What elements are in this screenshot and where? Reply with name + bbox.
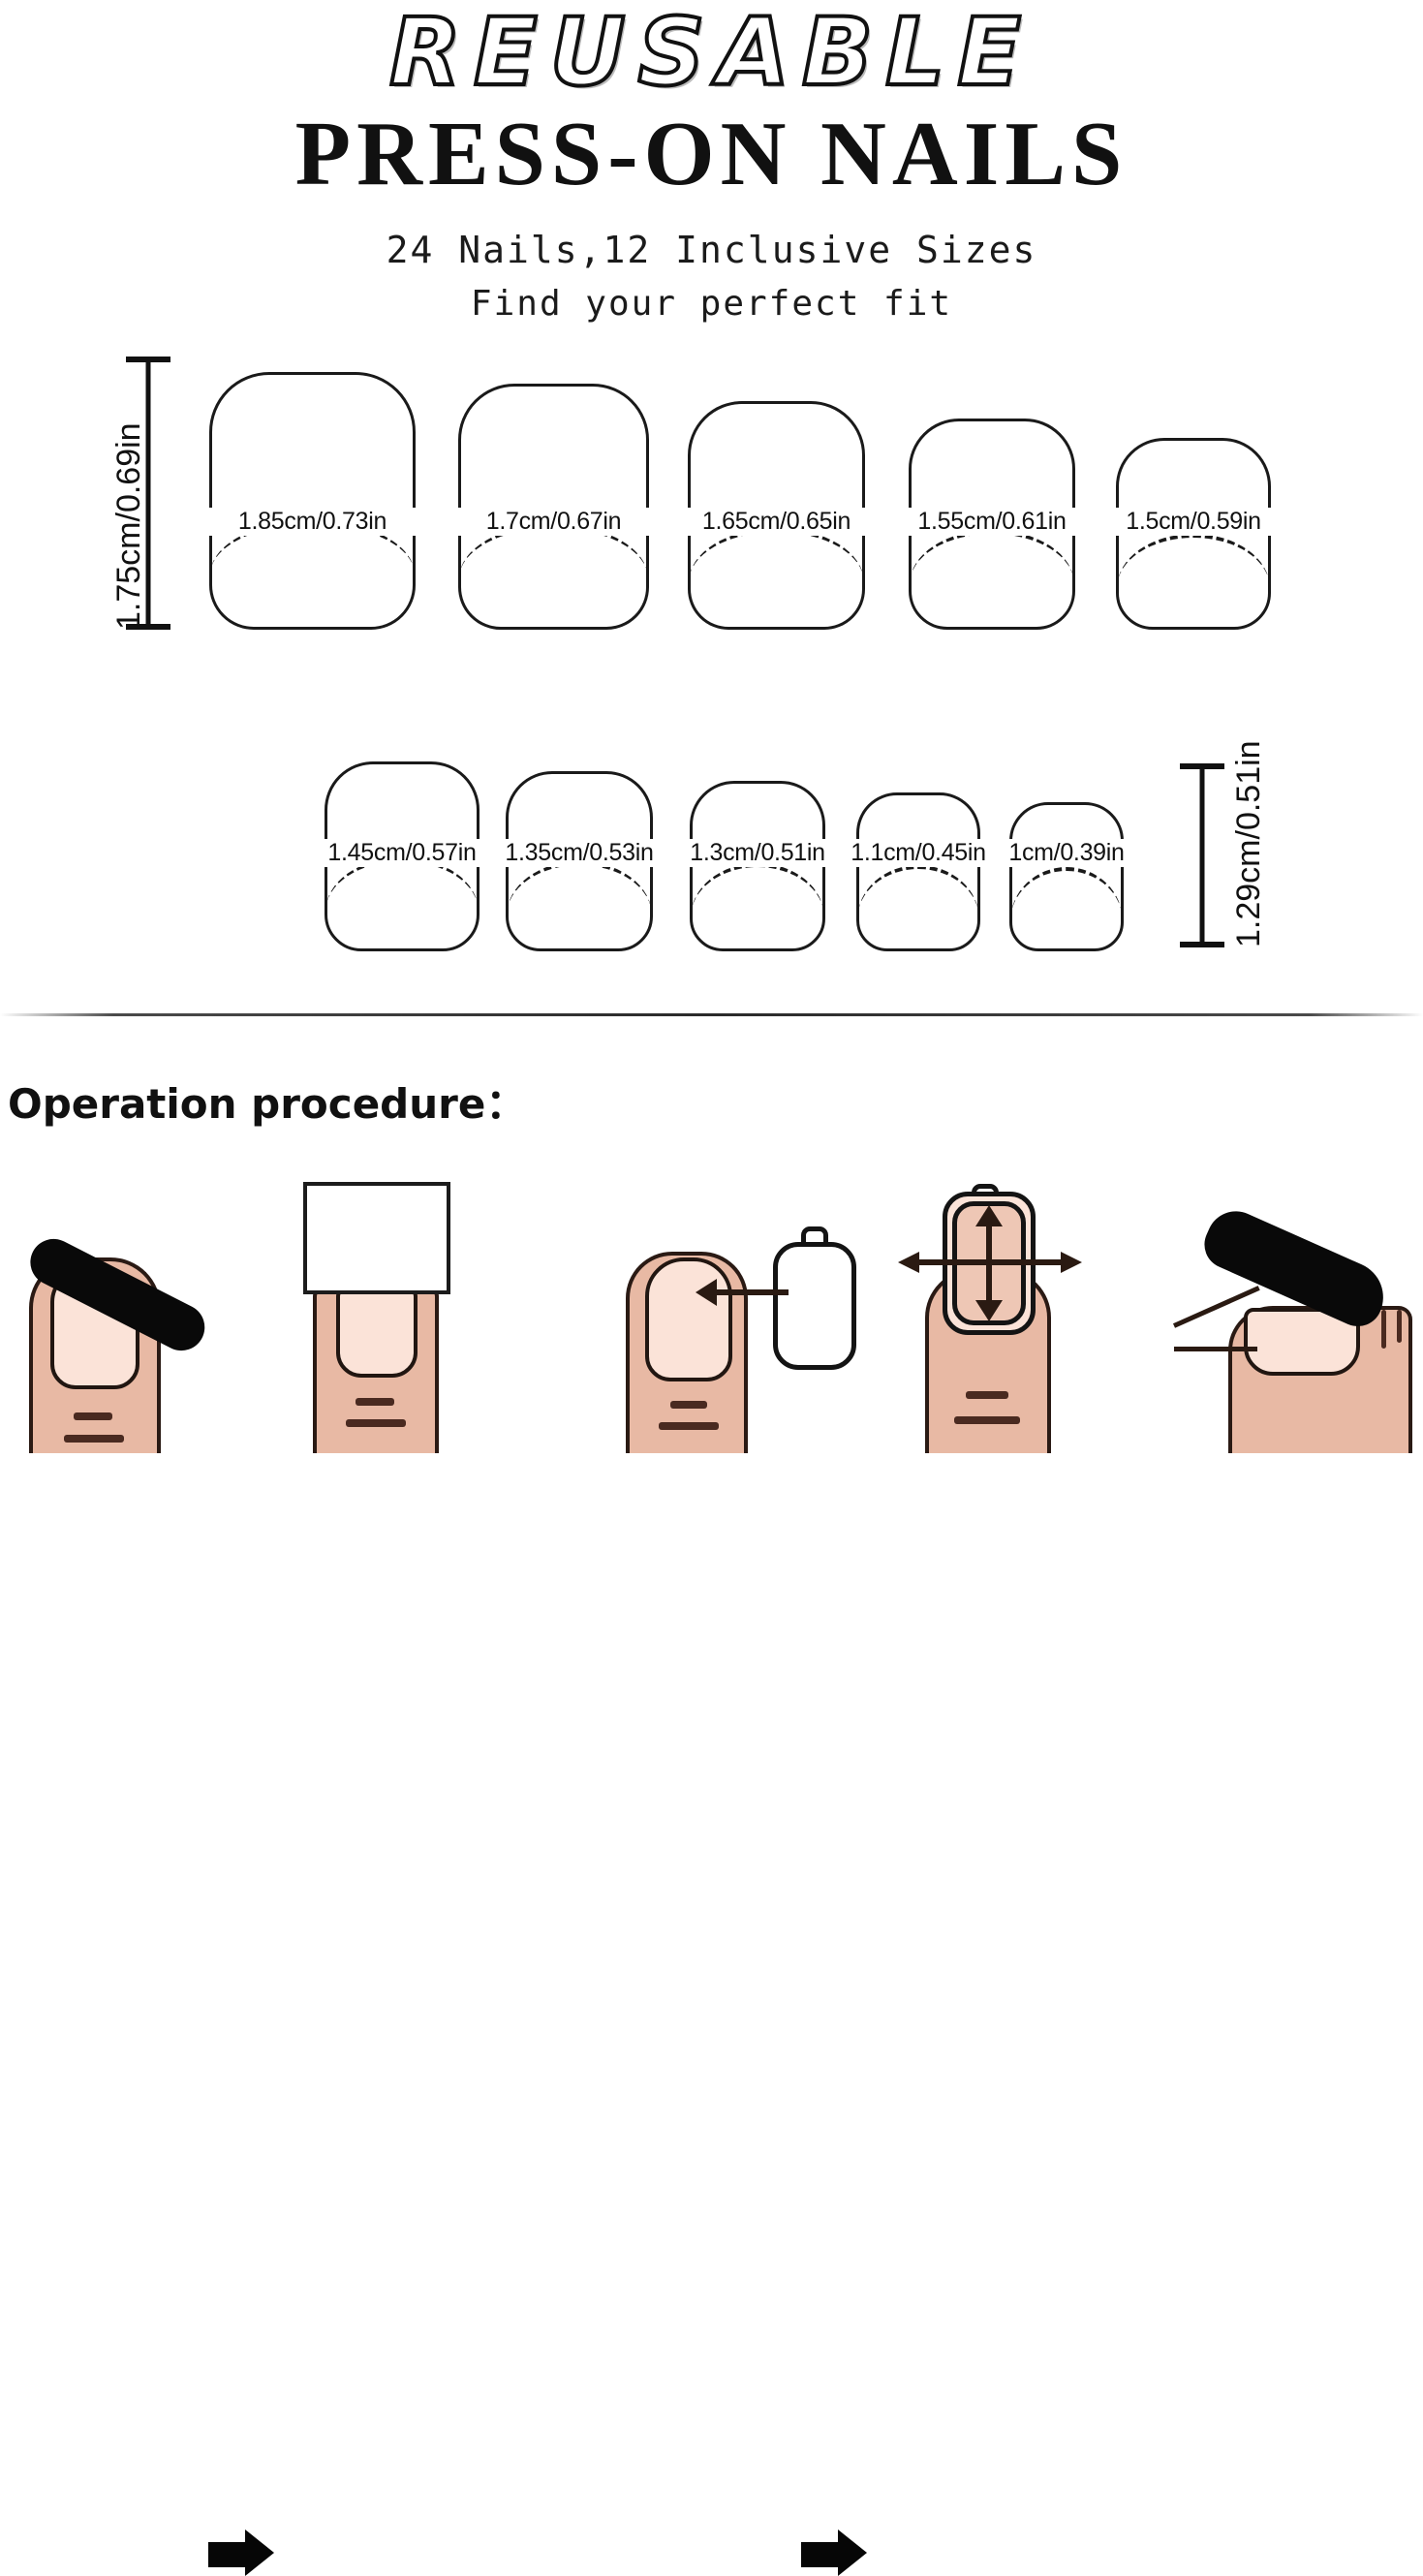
height-dimension-bar-row2: [1180, 763, 1224, 947]
smile-line: [910, 530, 1074, 584]
step-5-press-down: [1172, 1163, 1423, 1453]
nail-size-3-label: 1.65cm/0.65in: [682, 508, 871, 536]
dimension-shaft: [145, 357, 151, 630]
procedure-steps: [0, 1163, 1423, 2576]
size-chart: 1.75cm/0.69in 1.85cm/0.73in 1.7cm/0.67in…: [0, 0, 1423, 1012]
procedure-heading: Operation procedure：: [8, 1080, 527, 1128]
knuckle-line-icon: [1381, 1310, 1386, 1349]
knuckle-line-icon: [346, 1419, 406, 1427]
smile-line: [689, 528, 864, 582]
nail-size-7-label: 1.35cm/0.53in: [502, 839, 657, 867]
vertical-align-arrowhead-up-icon: [975, 1205, 1003, 1226]
nail-plate-icon: [645, 1257, 732, 1381]
knuckle-line-icon: [356, 1398, 394, 1406]
smile-line: [1117, 534, 1270, 588]
nail-size-1: [209, 372, 416, 630]
smile-line: [507, 861, 652, 916]
nail-size-6-label: 1.45cm/0.57in: [320, 839, 484, 867]
header: REUSABLE PRESS-ON NAILS 24 Nails,12 Incl…: [0, 0, 1423, 334]
nail-size-4-label: 1.55cm/0.61in: [901, 508, 1083, 536]
knuckle-line-icon: [954, 1416, 1020, 1424]
height-dimension-label-row2: 1.29cm/0.51in: [1230, 740, 1267, 947]
nail-plate-icon: [336, 1288, 418, 1378]
nail-size-9: [856, 792, 980, 951]
apply-direction-arrow-icon: [707, 1289, 789, 1295]
dimension-shaft: [1199, 763, 1205, 947]
vertical-align-arrowhead-down-icon: [975, 1300, 1003, 1321]
dimension-cap-bottom: [1180, 942, 1224, 947]
nail-size-2: [458, 384, 649, 630]
knuckle-line-icon: [74, 1412, 112, 1420]
knuckle-line-icon: [659, 1422, 719, 1430]
dimension-cap-bottom: [126, 624, 170, 630]
dimension-cap-top: [126, 357, 170, 362]
horizontal-align-arrowhead-left-icon: [898, 1252, 919, 1273]
nail-size-10: [1009, 802, 1124, 951]
knuckle-line-icon: [64, 1435, 124, 1443]
step-1-file-nail: [10, 1163, 274, 2576]
page-title-outline: REUSABLE: [387, 0, 1034, 107]
apply-direction-arrowhead-icon: [696, 1279, 717, 1306]
smile-line: [1010, 867, 1123, 921]
nail-size-5-label: 1.5cm/0.59in: [1108, 508, 1279, 536]
height-dimension-bar-row1: [126, 357, 170, 630]
step-4-align-nail: [896, 1163, 1187, 1453]
cleansing-wipe-icon: [303, 1182, 450, 1294]
height-dimension-label-row1: 1.75cm/0.69in: [110, 422, 147, 630]
step-3-select-nail: [610, 1163, 940, 1453]
nail-size-9-label: 1.1cm/0.45in: [849, 839, 988, 867]
section-divider: [0, 1013, 1423, 1016]
nail-size-8-label: 1.3cm/0.51in: [682, 839, 833, 867]
dimension-cap-top: [1180, 763, 1224, 769]
horizontal-align-arrow-icon: [917, 1259, 1063, 1265]
step-2-clean-nail: [295, 1163, 867, 2576]
press-angle-base-icon: [1174, 1347, 1257, 1351]
nail-size-2-label: 1.7cm/0.67in: [455, 508, 652, 536]
smile-line: [857, 865, 979, 919]
smile-line: [691, 863, 824, 917]
knuckle-line-icon: [1397, 1310, 1402, 1343]
nail-size-1-label: 1.85cm/0.73in: [207, 508, 418, 536]
page-title: PRESS-ON NAILS: [294, 104, 1129, 204]
subtitle-tagline: Find your perfect fit: [470, 284, 953, 324]
knuckle-line-icon: [670, 1401, 707, 1409]
horizontal-align-arrowhead-right-icon: [1061, 1252, 1082, 1273]
knuckle-line-icon: [966, 1391, 1008, 1399]
nail-size-10-label: 1cm/0.39in: [1005, 839, 1128, 867]
press-on-nail-icon: [773, 1242, 856, 1370]
subtitle-count: 24 Nails,12 Inclusive Sizes: [386, 229, 1037, 271]
